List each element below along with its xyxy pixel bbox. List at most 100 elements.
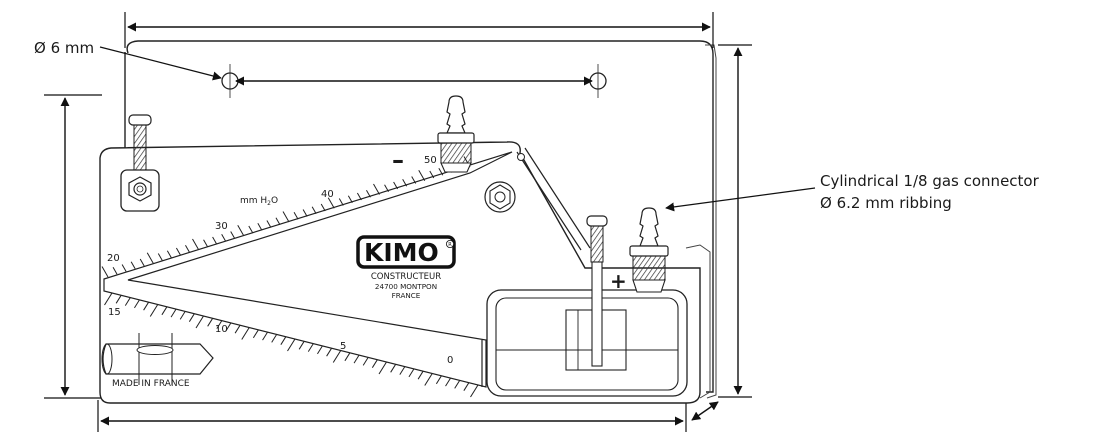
- scale-ticks-lower: [104, 292, 479, 398]
- mounting-hole-left: [221, 64, 239, 98]
- scale-tick-lower: [417, 370, 424, 380]
- minus-sign: –: [392, 146, 404, 174]
- scale-tick-lower: [115, 295, 122, 304]
- scale-tick-lower: [454, 380, 461, 389]
- scale-tick-upper: [327, 197, 335, 209]
- scale-tick-lower: [161, 306, 168, 316]
- scale-tick-lower: [195, 315, 204, 329]
- unit-label-suffix: O: [271, 196, 278, 206]
- scale-label-20: 20: [107, 253, 120, 264]
- maker-line-2: 24700 MONTPON: [375, 282, 437, 291]
- mounting-hole-right: [589, 64, 607, 98]
- scale-label-15: 15: [108, 307, 121, 318]
- scale-tick-upper: [185, 245, 190, 253]
- spirit-level: MADE IN FRANCE: [101, 333, 214, 389]
- scale-tick-upper: [221, 234, 227, 242]
- scale-tick-upper: [266, 220, 272, 228]
- scale-tick-upper: [347, 195, 353, 203]
- scale-tick-lower: [216, 320, 223, 329]
- plus-sign: +: [610, 269, 627, 293]
- scale-tick-lower: [104, 292, 113, 306]
- scale-tick-upper: [275, 217, 281, 225]
- scale-tick-upper: [237, 225, 245, 236]
- connector-minus: [437, 95, 475, 173]
- scale-tick-lower: [298, 341, 305, 350]
- scale-label-10: 10: [215, 324, 228, 335]
- dimension-left-height: [44, 94, 102, 399]
- scale-tick-lower: [134, 299, 140, 309]
- adjust-screw-reservoir: [586, 215, 608, 367]
- scale-tick-upper: [101, 266, 109, 278]
- scale-tick-upper: [418, 170, 426, 181]
- scale-tick-lower: [445, 377, 451, 387]
- scale-tick-lower: [344, 352, 351, 362]
- scale-tick-lower: [234, 324, 241, 334]
- registered-mark: R: [448, 242, 452, 248]
- scale-tick-upper: [393, 181, 399, 190]
- scale-tick-upper: [130, 261, 136, 269]
- dimension-right-height: [718, 44, 752, 398]
- scale-tick-upper: [320, 203, 326, 212]
- dimension-top-width: [124, 12, 714, 48]
- scale-label-0: 0: [447, 355, 453, 366]
- scale-tick-upper: [411, 176, 417, 184]
- unit-label-main: mm H: [240, 196, 267, 206]
- scale-tick-upper: [366, 190, 371, 198]
- scale-tick-lower: [317, 345, 323, 355]
- scale-label-5: 5: [340, 341, 346, 352]
- scale-tick-lower: [371, 359, 378, 368]
- connector-label-line-2: Ø 6.2 mm ribbing: [820, 194, 952, 212]
- scale-tick-lower: [280, 336, 287, 345]
- scale-tick-lower: [287, 338, 296, 352]
- scale-tick-upper: [257, 223, 263, 231]
- scale-tick-upper: [166, 250, 172, 258]
- scale-tick-upper: [112, 267, 118, 275]
- scale-tick-lower: [378, 361, 387, 375]
- scale-tick-lower: [179, 311, 186, 320]
- reservoir: [486, 289, 688, 397]
- scale-tick-lower: [332, 350, 342, 363]
- scale-tick-lower: [271, 334, 278, 343]
- scale-tick-upper: [157, 253, 163, 261]
- scale-tick-upper: [438, 168, 444, 176]
- scale-tick-upper: [139, 258, 145, 267]
- callout-hole-diameter: Ø 6 mm: [34, 39, 222, 81]
- back-plate: [124, 40, 717, 399]
- scale-tick-lower: [463, 382, 470, 391]
- scale-tick-lower: [470, 384, 479, 398]
- inclined-tube: [516, 147, 591, 251]
- scale-tick-lower: [262, 331, 268, 341]
- lock-nut-middle: [484, 181, 516, 213]
- unit-label-subscript: 2: [267, 200, 271, 207]
- maker-line-1: CONSTRUCTEUR: [371, 272, 441, 282]
- scale-tick-upper: [311, 206, 317, 214]
- scale-tick-upper: [338, 198, 344, 206]
- callout-gas-connector: Cylindrical 1/8 gas connector Ø 6.2 mm r…: [665, 172, 1040, 212]
- scale-tick-upper: [302, 209, 308, 217]
- scale-label-30: 30: [215, 221, 228, 232]
- scale-tick-lower: [143, 301, 150, 311]
- scale-tick-upper: [356, 192, 362, 201]
- connector-label-line-1: Cylindrical 1/8 gas connector: [820, 172, 1040, 190]
- scale-tick-upper: [384, 184, 389, 192]
- scale-tick-upper: [146, 252, 154, 264]
- hole-diameter-label: Ø 6 mm: [34, 39, 94, 57]
- connector-plus: [629, 207, 669, 293]
- scale-tick-upper: [230, 231, 236, 239]
- brand-name: KIMO: [364, 238, 439, 267]
- made-in-label: MADE IN FRANCE: [112, 379, 190, 389]
- scale-labels: 20 30 40 50 15 10 5 0 mm H2O: [107, 155, 453, 366]
- scale-tick-lower: [435, 375, 442, 385]
- scale-tick-upper: [212, 236, 218, 245]
- scale-tick-upper: [293, 212, 299, 220]
- scale-tick-lower: [362, 357, 369, 366]
- scale-label-50: 50: [424, 155, 437, 166]
- scale-tick-lower: [207, 318, 214, 327]
- scale-tick-upper: [429, 170, 435, 179]
- scale-tick-lower: [252, 329, 259, 339]
- scale-tick-upper: [248, 225, 254, 234]
- scale-tick-upper: [203, 239, 208, 247]
- dimension-bottom-width: [97, 400, 719, 432]
- scale-tick-lower: [225, 322, 232, 332]
